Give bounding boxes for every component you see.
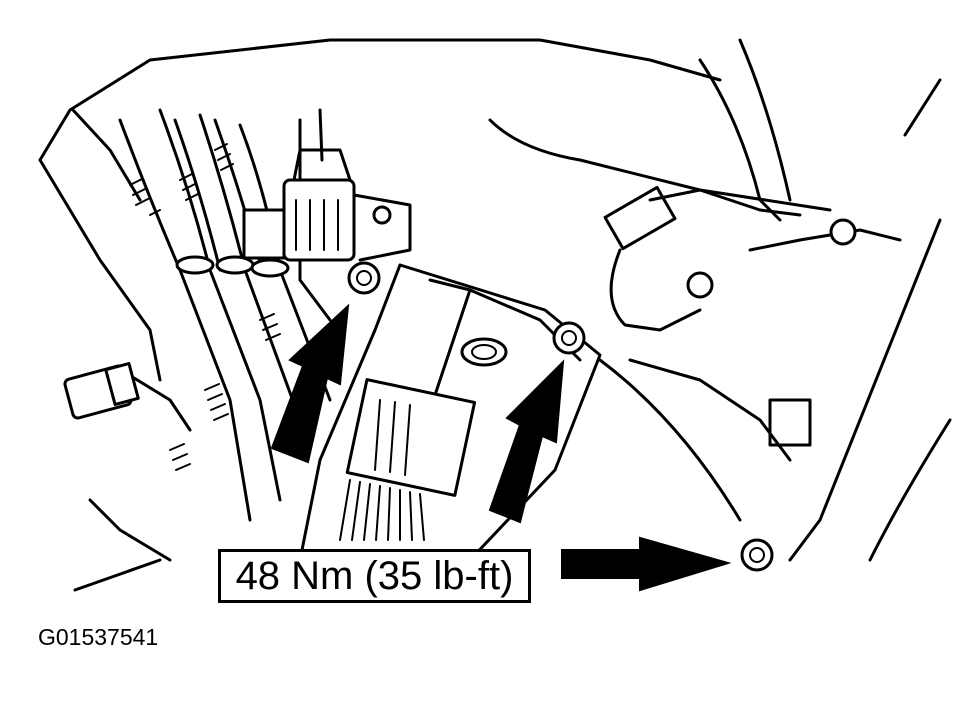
figure-id-label: G01537541	[38, 624, 159, 650]
left-connector	[63, 362, 192, 432]
right-connector-assembly	[598, 38, 902, 522]
torque-spec-text: 48 Nm (35 lb-ft)	[235, 553, 514, 598]
arrow-center-bolt	[488, 359, 565, 524]
central-module	[298, 263, 602, 562]
bolt-center	[552, 321, 586, 355]
bolt-left	[347, 261, 381, 295]
bolt-lower-right	[740, 538, 774, 572]
arrow-left-bolt	[270, 303, 350, 464]
torque-spec-label: 48 Nm (35 lb-ft)	[218, 549, 531, 603]
bolt-right-upper	[686, 218, 857, 299]
body-panel-outlines	[38, 38, 952, 592]
upper-connector-assembly	[242, 148, 412, 262]
arrow-lower-right-bolt	[561, 536, 732, 592]
